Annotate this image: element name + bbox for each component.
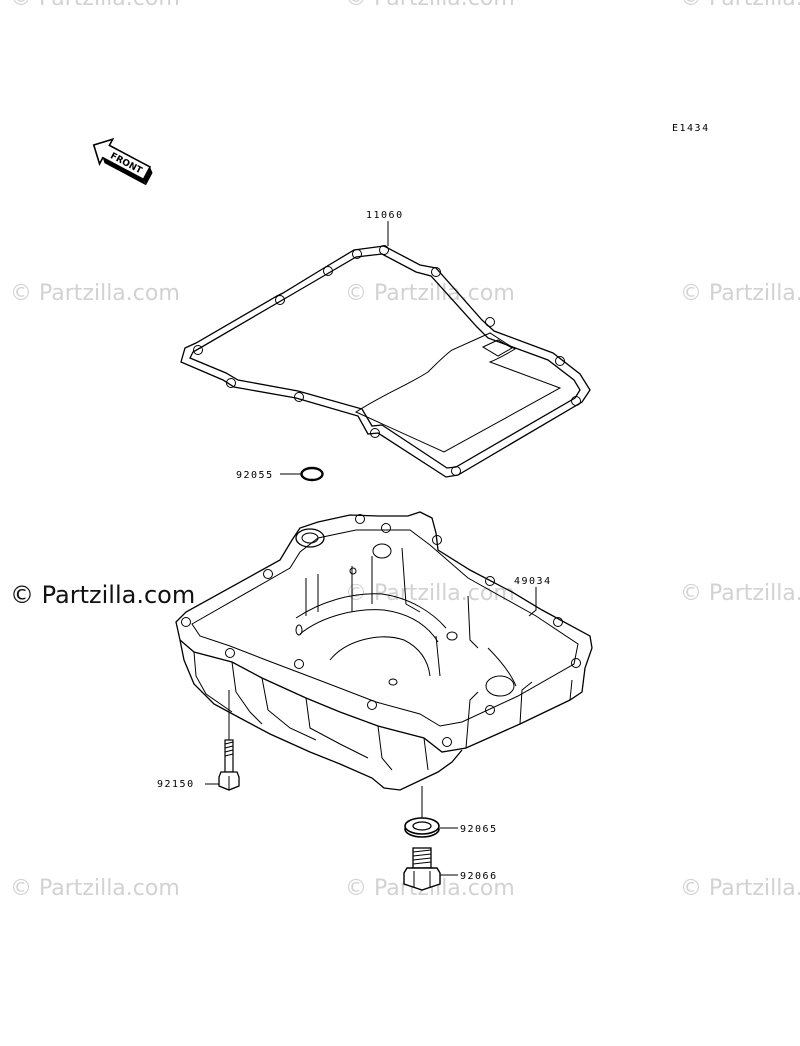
watermark: © Partzilla.com: [680, 0, 800, 11]
diagram-code: E1434: [672, 123, 710, 134]
gasket: [180, 245, 591, 478]
part-label-bolt: 92150: [157, 779, 195, 790]
washer: [404, 817, 440, 838]
watermark: © Partzilla.com: [10, 876, 180, 901]
watermark: © Partzilla.com: [10, 0, 180, 11]
part-label-gasket: 11060: [366, 210, 404, 221]
watermark: © Partzilla.com: [345, 0, 515, 11]
watermark: © Partzilla.com: [680, 581, 800, 606]
leader-line: [528, 587, 537, 617]
part-label-oil-pan: 49034: [514, 576, 552, 587]
watermark-main: © Partzilla.com: [10, 581, 195, 609]
drain-plug: [403, 847, 441, 891]
watermarks: © Partzilla.com © Partzilla.com © Partzi…: [10, 0, 800, 901]
oil-pan: [175, 511, 593, 791]
part-label-drain-plug: 92066: [460, 871, 498, 882]
front-arrow-icon: FRONT: [92, 137, 153, 186]
bolt: [218, 739, 240, 791]
watermark: © Partzilla.com: [345, 281, 515, 306]
part-label-washer: 92065: [460, 824, 498, 835]
o-ring: [300, 466, 324, 482]
watermark: © Partzilla.com: [680, 876, 800, 901]
part-label-o-ring: 92055: [236, 470, 274, 481]
watermark: © Partzilla.com: [10, 281, 180, 306]
watermark: © Partzilla.com: [680, 281, 800, 306]
